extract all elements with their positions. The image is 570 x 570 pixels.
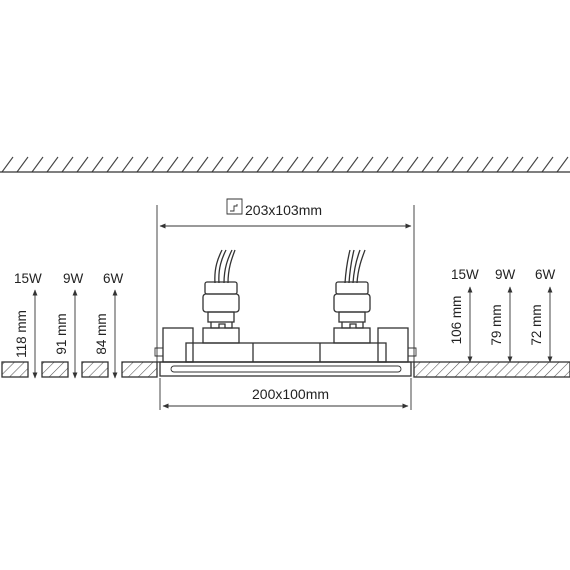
right-height-79: 79 mm [489, 304, 504, 345]
right-height-group: 15W 9W 6W 106 mm 79 mm 72 mm [449, 267, 556, 363]
cutout-icon [226, 198, 243, 215]
ceiling-hatch-mark [361, 156, 374, 173]
right-power-9w: 9W [495, 267, 516, 282]
ceiling-hatch-mark [196, 156, 209, 173]
ceiling-hatch-mark [541, 156, 554, 173]
ceiling-hatch-mark [406, 156, 419, 173]
left-power-6w: 6W [103, 271, 124, 286]
ceiling-hatch-mark [226, 156, 239, 173]
cutout-size-label: 203x103mm [245, 202, 322, 218]
ceiling-hatch-mark [556, 156, 569, 173]
ceiling-hatch-mark [91, 156, 104, 173]
right-height-106: 106 mm [449, 296, 464, 345]
fixture-body [154, 327, 417, 377]
ceiling-hatch-mark [436, 156, 449, 173]
right-power-6w: 6W [535, 267, 556, 282]
ceiling-hatch-mark [181, 156, 194, 173]
ceiling-slab [0, 156, 570, 173]
ceiling-hatch-mark [121, 156, 134, 173]
ceiling-hatch-mark [421, 156, 434, 173]
right-power-15w: 15W [451, 267, 479, 282]
ceiling-hatch-mark [31, 156, 44, 173]
ceiling-hatch-mark [466, 156, 479, 173]
ceiling-hatch-mark [46, 156, 59, 173]
ceiling-hatch-mark [211, 156, 224, 173]
ceiling-hatch-mark [61, 156, 74, 173]
ceiling-hatch-mark [346, 156, 359, 173]
ceiling-hatch-mark [136, 156, 149, 173]
ceiling-hatch-mark [511, 156, 524, 173]
cable-right [344, 249, 366, 284]
ceiling-hatch-mark [256, 156, 269, 173]
ceiling-board [1, 361, 570, 378]
ceiling-hatch-mark [391, 156, 404, 173]
left-height-91: 91 mm [54, 313, 69, 354]
left-power-9w: 9W [63, 271, 84, 286]
socket-left [202, 281, 240, 344]
socket-right [333, 281, 371, 344]
ceiling-hatch-mark [376, 156, 389, 173]
body-size-label: 200x100mm [252, 386, 329, 402]
right-height-72: 72 mm [529, 304, 544, 345]
ceiling-hatch-mark [301, 156, 314, 173]
cable-left [214, 249, 236, 284]
cutout-dimension: 203x103mm [156, 198, 415, 362]
ceiling-hatch-mark [16, 156, 29, 173]
ceiling-hatch-mark [151, 156, 164, 173]
ceiling-hatch-mark [526, 156, 539, 173]
left-power-15w: 15W [14, 271, 42, 286]
left-height-group: 15W 9W 6W 118 mm 91 mm 84 mm [14, 271, 124, 379]
ceiling-hatch-mark [271, 156, 284, 173]
ceiling-hatch-mark [331, 156, 344, 173]
ceiling-hatch-mark [106, 156, 119, 173]
ceiling-hatch-mark [481, 156, 494, 173]
ceiling-hatch-mark [241, 156, 254, 173]
ceiling-hatch-mark [286, 156, 299, 173]
ceiling-hatch-mark [496, 156, 509, 173]
left-height-84: 84 mm [94, 313, 109, 354]
body-dimension: 200x100mm [159, 378, 412, 410]
ceiling-hatch-mark [451, 156, 464, 173]
ceiling-hatch-mark [76, 156, 89, 173]
ceiling-hatch-mark [316, 156, 329, 173]
ceiling-hatching [1, 156, 569, 173]
ceiling-hatch-mark [1, 156, 14, 173]
left-height-118: 118 mm [14, 310, 29, 358]
ceiling-hatch-mark [166, 156, 179, 173]
